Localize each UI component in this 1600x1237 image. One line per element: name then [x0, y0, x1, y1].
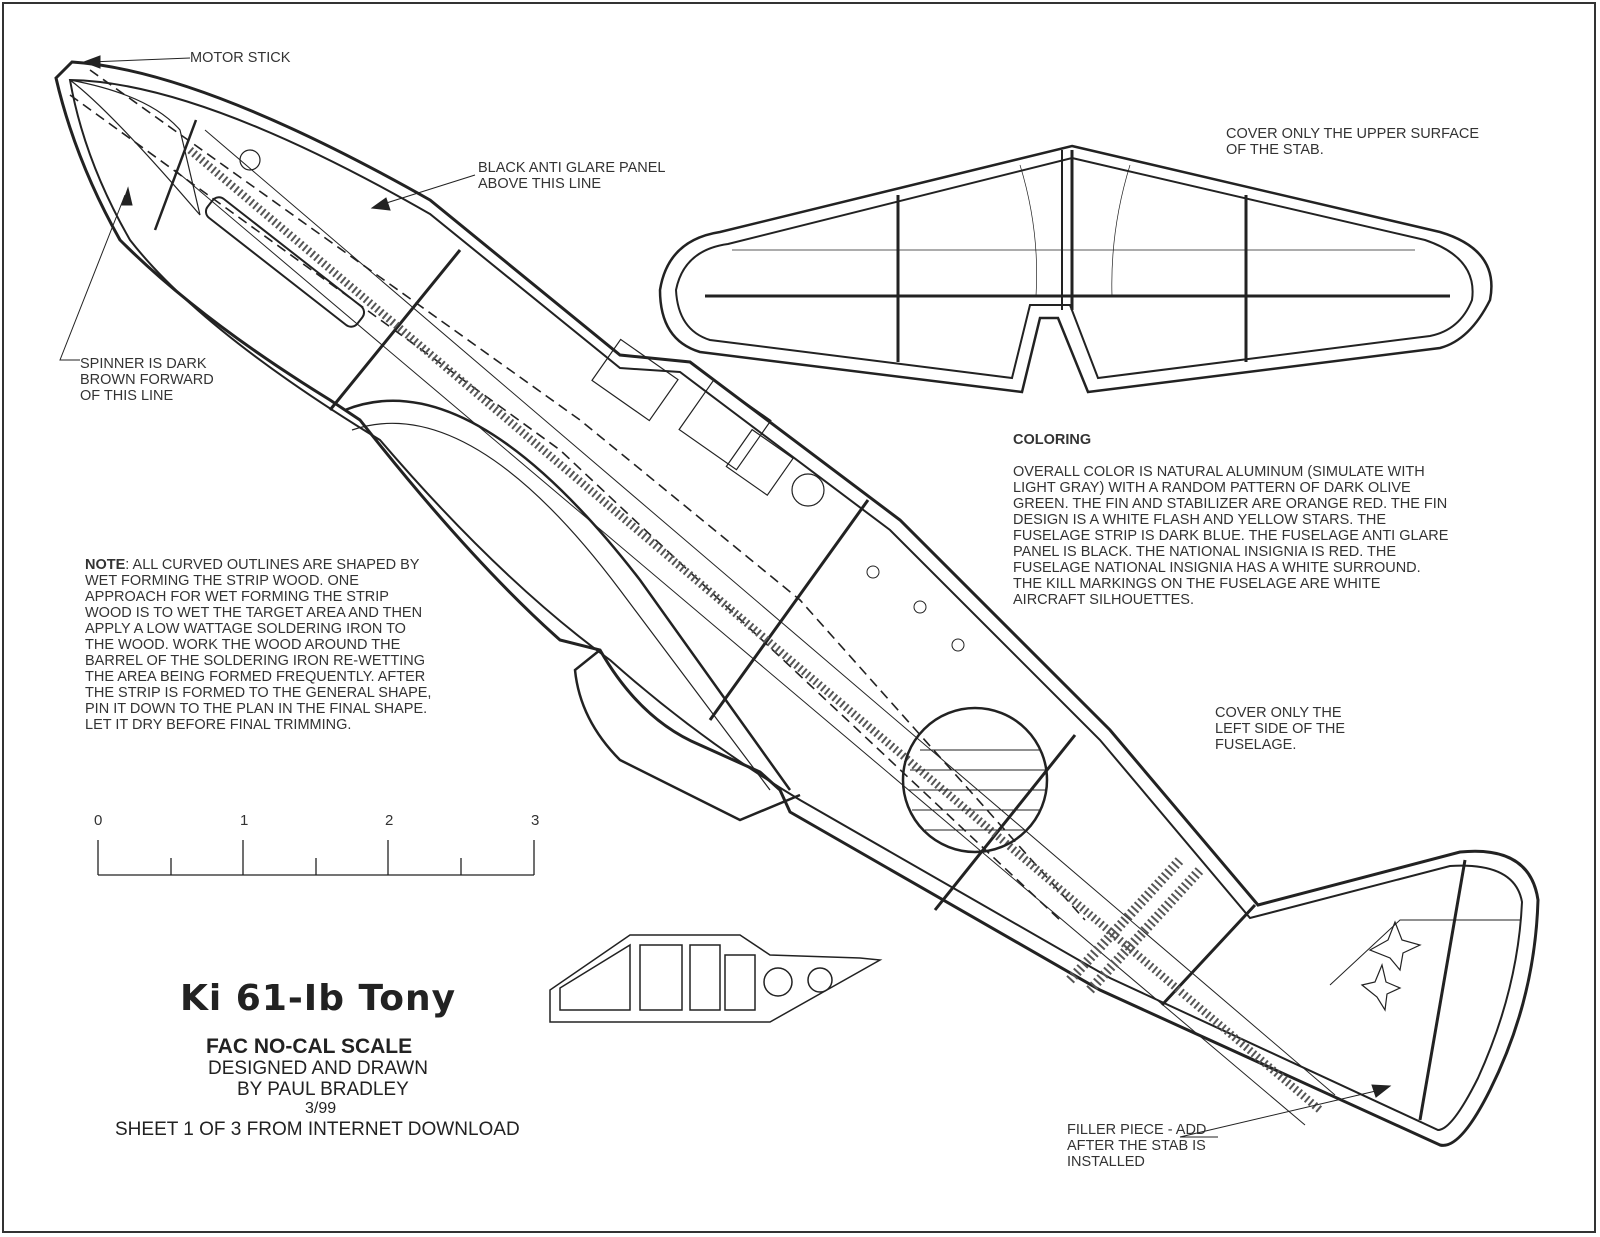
plan-subtitle: FAC NO-CAL SCALE — [206, 1035, 413, 1058]
scale-tick-label: 3 — [531, 812, 540, 829]
scale-tick-label: 2 — [385, 812, 394, 829]
construction-note: NOTE: ALL CURVED OUTLINES ARE SHAPED BY … — [85, 557, 432, 733]
coloring-heading: COLORING — [1013, 432, 1092, 448]
fin-star-icon — [1368, 920, 1422, 972]
author-text: BY PAUL BRADLEY — [237, 1079, 409, 1100]
scale-tick-label: 1 — [240, 812, 249, 829]
scale-tick-label: 0 — [94, 812, 103, 829]
designed-text: DESIGNED AND DRAWN — [208, 1058, 428, 1079]
coloring-notes: COLORING OVERALL COLOR IS NATURAL ALUMIN… — [1013, 432, 1449, 608]
label-motor-stick: MOTOR STICK — [190, 50, 291, 66]
date-text: 3/99 — [305, 1100, 337, 1117]
scale-bar — [97, 840, 535, 876]
fuselage-outline — [54, 60, 1540, 1147]
stabilizer-outline — [658, 144, 1493, 394]
national-insignia — [901, 706, 1049, 854]
fin-star-icon — [1360, 963, 1402, 1012]
sheet-text: SHEET 1 OF 3 FROM INTERNET DOWNLOAD — [115, 1119, 520, 1140]
leader-lines — [59, 55, 1392, 1138]
canopy-side-view — [549, 934, 883, 1023]
plan-title: Ki 61-Ib Tony — [180, 978, 457, 1019]
